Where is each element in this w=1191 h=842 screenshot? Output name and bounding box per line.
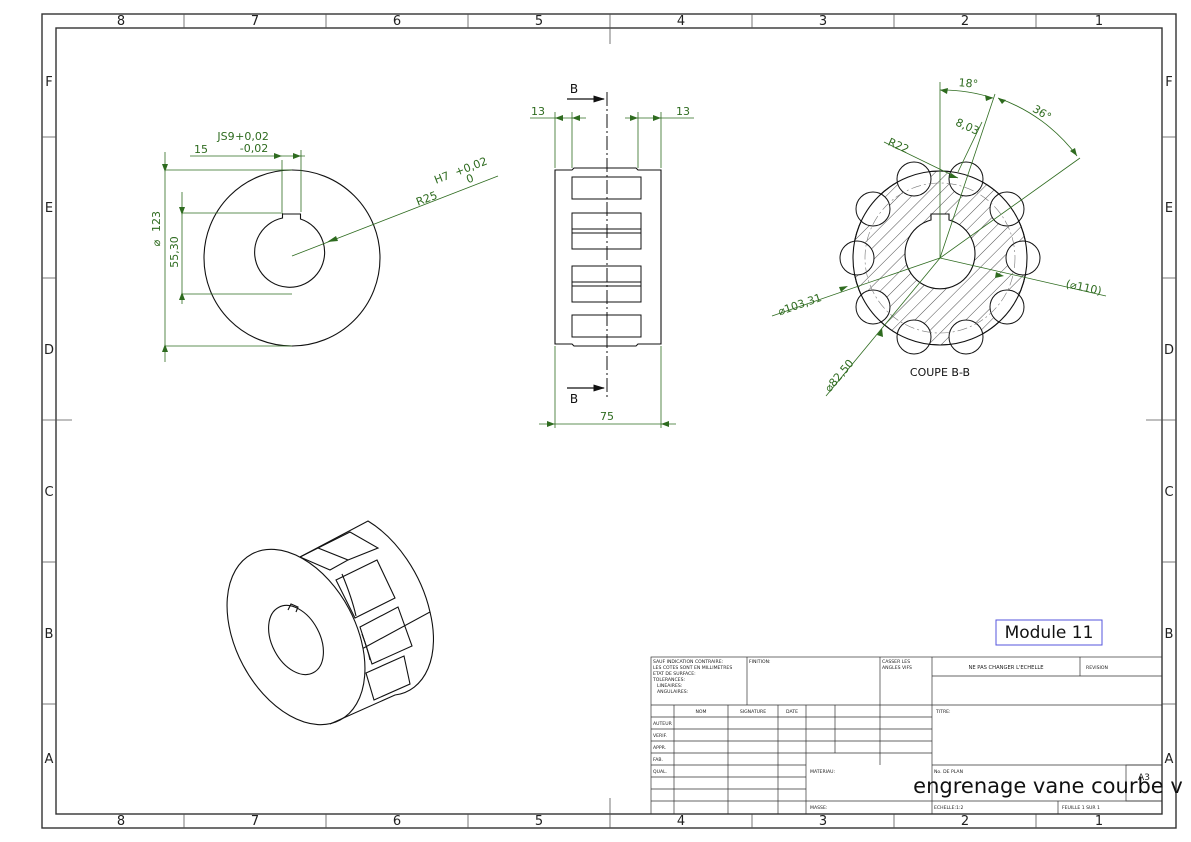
- tb-drawing-title: engrenage vane courbe v: [913, 774, 1183, 798]
- tb-general-tol-6: ANGULAIRES:: [657, 689, 689, 695]
- zone-col-5-bottom: 5: [535, 814, 543, 829]
- tb-material-label: MATERIAU:: [810, 769, 836, 775]
- section-slots: [839, 161, 1041, 355]
- zone-row-a-left: A: [45, 752, 54, 767]
- front-bore-tol-lower: 0: [464, 172, 475, 187]
- title-block-text: SAUF INDICATION CONTRAIRE: LES COTES SON…: [652, 659, 1150, 811]
- section-slot-width: 8,03: [954, 116, 982, 138]
- section-marker-top: B: [570, 82, 578, 96]
- zone-col-1-top: 1: [1095, 14, 1103, 29]
- front-keyway-width: 15: [194, 143, 208, 156]
- zone-row-f-right: F: [1165, 75, 1172, 90]
- zone-row-b-right: B: [1165, 627, 1174, 642]
- front-key-depth: 55,30: [168, 236, 181, 268]
- tb-row-appr: APPR.: [653, 745, 666, 751]
- tb-col-name: NOM: [695, 709, 706, 715]
- front-bore-tol-label: H7: [432, 169, 451, 187]
- tb-edges-2: ANGLES VIFS: [882, 665, 912, 671]
- side-view: B B 13 13 75: [530, 82, 694, 428]
- zone-col-4-bottom: 4: [677, 814, 685, 829]
- side-left-offset: 13: [531, 105, 545, 118]
- zone-col-7-top: 7: [251, 14, 259, 29]
- tb-row-fab: FAB.: [653, 757, 663, 763]
- front-bore-keyway: [254, 213, 326, 288]
- side-width: 75: [600, 410, 614, 423]
- zone-ticks: [42, 14, 1176, 828]
- tb-row-author: AUTEUR: [653, 721, 673, 727]
- tb-general-tol-2: LES COTES SONT EN MILLIMETRES: [653, 665, 732, 671]
- tb-general-tol-5: LINEAIRES:: [657, 683, 683, 689]
- front-diameter: 123: [150, 211, 163, 232]
- section-angle-pitch: 18°: [958, 76, 979, 91]
- zone-row-e-left: E: [45, 201, 53, 216]
- tb-sheet-number: FEUILLE 1 SUR 1: [1062, 805, 1100, 811]
- tb-general-tol-4: TOLERANCES:: [652, 677, 685, 683]
- module-note-box: [995, 619, 1103, 646]
- zone-col-2-top: 2: [961, 14, 969, 29]
- tb-mass-label: MASSE:: [810, 805, 828, 811]
- front-diameter-symbol: ⌀: [150, 239, 163, 246]
- zone-col-6-top: 6: [393, 14, 401, 29]
- side-right-offset: 13: [676, 105, 690, 118]
- zone-row-d-left: D: [44, 343, 54, 358]
- zone-col-3-bottom: 3: [819, 814, 827, 829]
- zone-col-8-top: 8: [117, 14, 125, 29]
- zone-row-d-right: D: [1164, 343, 1174, 358]
- section-outer-ref: (⌀110): [1065, 277, 1103, 297]
- tb-col-signature: SIGNATURE: [740, 709, 766, 715]
- front-outer-circle: [203, 169, 381, 347]
- front-keyway-tol-lower: -0,02: [240, 142, 268, 155]
- section-marker-bottom: B: [570, 392, 578, 406]
- tb-drawing-no-label: No. DE PLAN: [934, 769, 963, 775]
- zone-col-6-bottom: 6: [393, 814, 401, 829]
- zone-row-b-left: B: [45, 627, 54, 642]
- zone-col-2-bottom: 2: [961, 814, 969, 829]
- title-block: [650, 656, 1163, 815]
- tb-col-date: DATE: [786, 709, 798, 715]
- tb-general-tol-3: ETAT DE SURFACE:: [653, 671, 696, 677]
- tb-scale-note: NE PAS CHANGER L'ECHELLE: [968, 665, 1043, 671]
- outer-border: [41, 13, 1177, 829]
- tb-sheet-size: A3: [1138, 773, 1150, 783]
- tb-row-qual: QUAL.: [653, 769, 667, 775]
- tb-row-verif: VERIF.: [653, 733, 667, 739]
- zone-col-4-top: 4: [677, 14, 685, 29]
- section-pitch-diameter: ⌀103,31: [776, 291, 823, 318]
- tb-title-label: TITRE:: [935, 709, 951, 715]
- iso-view: [226, 520, 435, 726]
- zone-col-1-bottom: 1: [1095, 814, 1103, 829]
- tb-edges-1: CASSER LES: [882, 659, 910, 665]
- section-pitch-circle: [864, 182, 1016, 334]
- zone-col-3-top: 3: [819, 14, 827, 29]
- module-note: Module 11: [1005, 623, 1094, 643]
- zone-row-e-right: E: [1165, 201, 1173, 216]
- inner-border: [55, 27, 1163, 815]
- zone-row-a-right: A: [1165, 752, 1174, 767]
- section-root-diameter: ⌀82,50: [822, 357, 856, 395]
- zone-col-5-top: 5: [535, 14, 543, 29]
- section-angle-span: 36°: [1030, 102, 1053, 123]
- tb-revision: REVISION: [1086, 665, 1108, 671]
- front-keyway-tol-upper: +0,02: [235, 130, 269, 143]
- tb-finish: FINITION:: [749, 659, 771, 665]
- side-profile: [554, 167, 662, 347]
- tb-scale: ECHELLE:1:2: [934, 805, 964, 811]
- tb-general-tol-1: SAUF INDICATION CONTRAIRE:: [653, 659, 724, 665]
- section-view: 18° 36° 8,03 R22 (⌀110) ⌀103,31 ⌀82,50 C…: [771, 76, 1107, 397]
- front-keyway-tol-label: JS9: [216, 130, 234, 143]
- zone-col-8-bottom: 8: [117, 814, 125, 829]
- zone-col-7-bottom: 7: [251, 814, 259, 829]
- zone-row-f-left: F: [45, 75, 52, 90]
- front-view: JS9 +0,02 -0,02 15 ⌀ 123 55,30 R25 H7 +0…: [150, 130, 499, 362]
- section-caption: COUPE B-B: [910, 366, 970, 379]
- front-bore-radius: R25: [414, 189, 439, 209]
- zone-row-c-left: C: [44, 485, 53, 500]
- zone-row-c-right: C: [1164, 485, 1173, 500]
